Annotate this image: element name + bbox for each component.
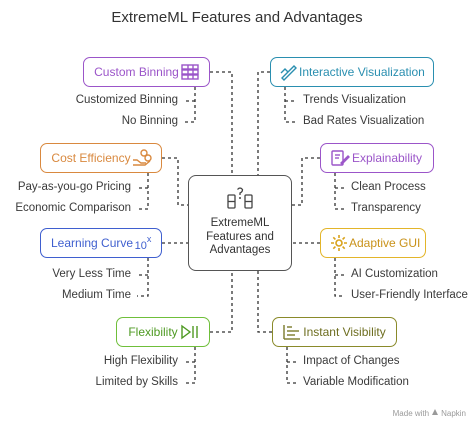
connector-cost-efficiency (162, 157, 188, 206)
bracket-custom-binning (183, 87, 196, 123)
feature-interactive-visualization: Interactive Visualization (270, 57, 434, 87)
sub-item: High Flexibility (103, 355, 178, 367)
sub-item: User-Friendly Interface (351, 289, 468, 301)
sub-item: No Binning (121, 115, 178, 127)
sub-item: Trends Visualization (303, 94, 406, 106)
sub-item: Very Less Time (52, 268, 131, 280)
feature-label: Flexibility (128, 325, 178, 339)
puzzle-blocks-icon (225, 186, 255, 215)
connector-custom-binning (210, 71, 233, 175)
feature-label: Explainability (351, 151, 423, 165)
bracket-explainability (334, 173, 345, 210)
sub-item: Transparency (351, 202, 421, 214)
bracket-flexibility (183, 347, 196, 384)
bar-list-icon (281, 321, 303, 343)
sub-item: Pay-as-you-go Pricing (17, 181, 131, 193)
sub-item: Economic Comparison (15, 202, 131, 214)
sub-item: Variable Modification (303, 376, 409, 388)
feature-label: Cost Efficiency (51, 151, 131, 165)
sub-item: Clean Process (351, 181, 426, 193)
sub-item: Medium Time (61, 289, 131, 301)
sub-item: Bad Rates Visualization (303, 115, 425, 127)
feature-label: Custom Binning (94, 65, 179, 79)
bracket-cost-efficiency (137, 173, 149, 210)
bracket-learning-curve (137, 258, 149, 297)
connector-flexibility (210, 271, 233, 333)
footer-credit: Made with Napkin (393, 408, 466, 418)
napkin-logo-icon (431, 408, 439, 418)
feature-explainability: Explainability (320, 143, 434, 173)
pen-chart-icon (279, 61, 299, 83)
coins-hand-icon (131, 147, 153, 169)
connector-explainability (292, 157, 320, 206)
feature-label: Learning Curve (51, 236, 134, 250)
footer-brand: Napkin (441, 408, 466, 418)
sub-item: Impact of Changes (303, 355, 400, 367)
gear-cog-icon (329, 232, 349, 254)
feature-label: Adaptive GUI (349, 236, 421, 250)
connector-instant-visibility (257, 271, 272, 333)
sub-item: Customized Binning (75, 94, 178, 106)
feature-instant-visibility: Instant Visibility (272, 317, 397, 347)
sub-item: AI Customization (351, 268, 438, 280)
connector-interactive-visualization (257, 71, 270, 175)
center-node: ExtremeML Features and Advantages (188, 175, 292, 271)
feature-flexibility: Flexibility (116, 317, 210, 347)
page-title: ExtremeML Features and Advantages (111, 9, 363, 26)
bracket-instant-visibility (286, 347, 297, 384)
bracket-adaptive-gui (334, 258, 345, 297)
feature-label: Instant Visibility (303, 325, 386, 339)
center-label: ExtremeML Features and Advantages (206, 217, 274, 256)
binning-icon (179, 61, 201, 83)
document-pen-icon (329, 147, 351, 169)
feature-label: Interactive Visualization (299, 65, 425, 79)
play-pause-icon (179, 321, 201, 343)
sub-item: Limited by Skills (95, 376, 178, 388)
feature-adaptive-gui: Adaptive GUI (320, 228, 426, 258)
footer-text: Made with (392, 408, 430, 418)
feature-cost-efficiency: Cost Efficiency (40, 143, 162, 173)
feature-custom-binning: Custom Binning (83, 57, 210, 87)
bracket-interactive-visualization (284, 87, 296, 123)
